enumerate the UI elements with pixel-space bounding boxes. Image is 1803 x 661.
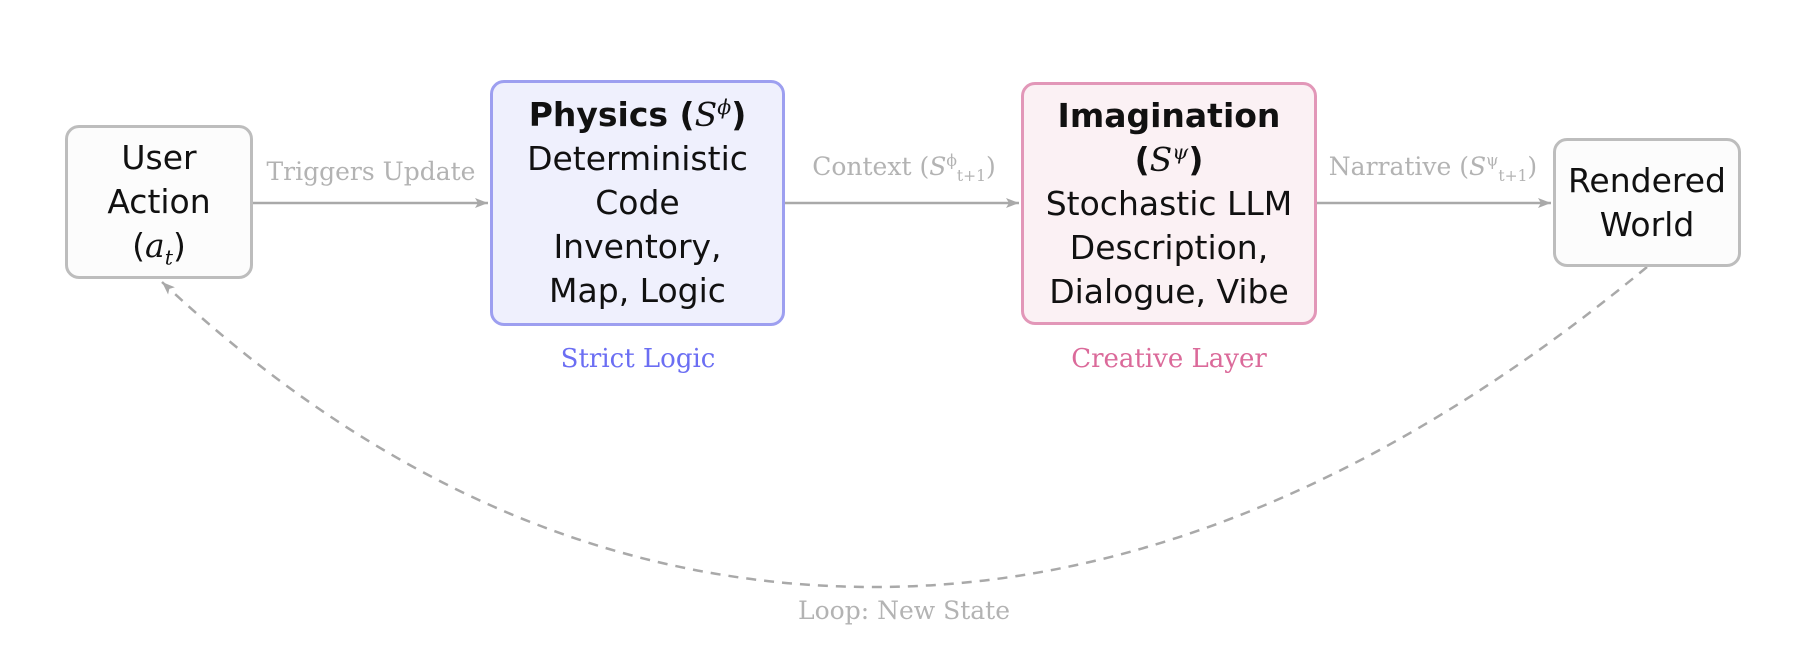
edge-label-loop: Loop: New State [797,596,1011,625]
caption-creative-layer: Creative Layer [1071,344,1267,374]
physics-title: Physics (Sϕ) [528,95,747,134]
imagination-symbol: (Sψ) [1134,139,1204,179]
physics-line: Code [595,183,680,222]
imagination-line: Dialogue, Vibe [1049,271,1289,311]
node-imagination: Imagination (Sψ) Stochastic LLM Descript… [1021,82,1317,325]
rendered-world-line1: Rendered [1567,160,1726,200]
caption-strict-logic: Strict Logic [560,344,716,374]
node-user-action: User Action (at) [65,125,253,279]
physics-line: Deterministic [527,139,748,178]
user-action-line1: User [121,138,197,177]
user-action-line2: Action [107,182,211,221]
imagination-line: Stochastic LLM [1045,183,1293,223]
edge-loop-back [161,266,1648,589]
user-action-symbol: (at) [132,226,186,270]
node-rendered-world: Rendered World [1553,138,1741,267]
physics-line: Map, Logic [549,271,726,310]
edge-label-triggers-update: Triggers Update [266,157,476,186]
edge-label-narrative: Narrative (Sψt+1) [1328,151,1538,185]
node-physics: Physics (Sϕ) Deterministic Code Inventor… [490,80,785,326]
rendered-world-line2: World [1599,204,1695,244]
physics-line: Inventory, [553,227,722,266]
imagination-line: Description, [1069,227,1269,267]
edge-label-context: Context (Sϕt+1) [812,151,996,185]
imagination-title: Imagination [1057,95,1281,135]
